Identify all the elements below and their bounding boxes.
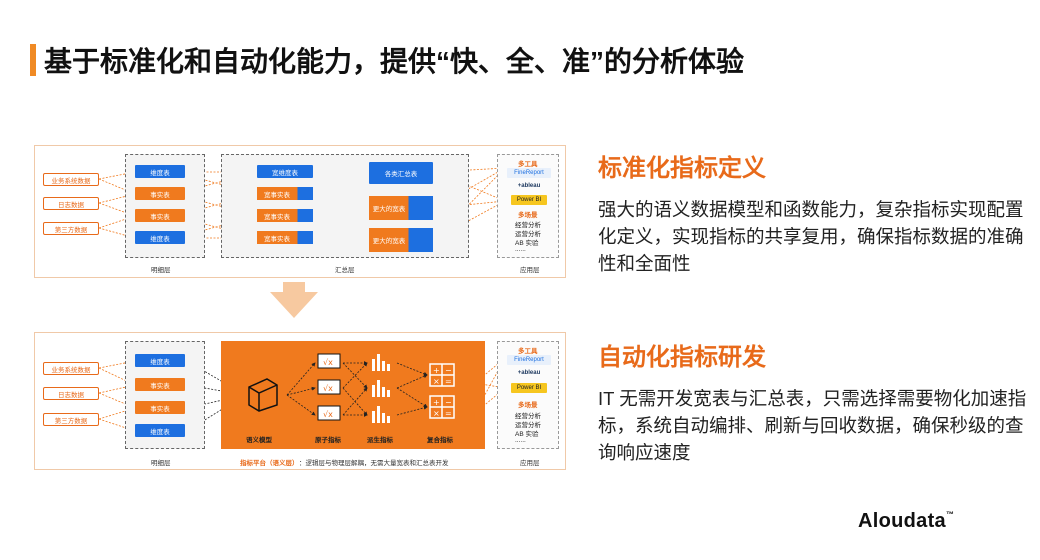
diagram-standardized: 业务系统数据 日志数据 第三方数据 维度表 事实表 事实表 维度表 明细层 宽维… [34, 145, 566, 278]
calculator-icon-2: +−× = [429, 395, 455, 419]
svg-text:=: = [445, 409, 452, 418]
multi-tools-heading-1: 多工具 [518, 161, 538, 168]
section-body-standardized: 强大的语义数据模型和函数能力，复杂指标实现配置化定义，实现指标的共享复用，确保指… [598, 199, 1024, 274]
scene-more-2: ...... [515, 437, 526, 444]
source-log-data: 日志数据 [43, 197, 99, 210]
source-business-data: 业务系统数据 [43, 173, 99, 186]
tableau-logo-2: +ableau [517, 370, 541, 376]
detail-dim-table-2-2: 维度表 [135, 424, 185, 437]
detail-fact-table-2-1: 事实表 [135, 378, 185, 391]
summary-tables: 各类汇总表 [369, 162, 433, 184]
brand-logo-text: Aloudata [858, 510, 946, 532]
stage-atomic-metric: 原子指标 [315, 437, 341, 444]
detail-fact-table-2-2: 事实表 [135, 401, 185, 414]
section-body-automated: IT 无需开发宽表与汇总表，只需选择需要物化加速指标，系统自动编排、刷新与回收数… [598, 388, 1027, 463]
bigger-wide-table-1: 更大的宽表 [372, 205, 406, 213]
bar-chart-icon-1 [372, 354, 390, 371]
detail-fact-table-2: 事实表 [135, 209, 185, 222]
bigger-wide-table-2-bg [369, 228, 433, 252]
powerbi-logo-2: Power BI [511, 383, 547, 393]
app-layer-caption-1: 应用层 [520, 267, 540, 274]
section-title-automated: 自动化指标研发 [598, 344, 766, 371]
svg-text:√x: √x [323, 410, 333, 419]
title-accent-bar [30, 44, 36, 76]
detail-dim-table-2-1: 维度表 [135, 354, 185, 367]
svg-text:√x: √x [323, 358, 333, 367]
detail-layer-caption: 明细层 [151, 267, 171, 274]
source-third-party-data: 第三方数据 [43, 222, 99, 235]
svg-text:+: + [433, 366, 440, 375]
brand-logo-tm: ™ [945, 510, 955, 519]
stage-semantic-model: 语义模型 [246, 437, 272, 444]
platform-note: ：逻辑层与物理层解耦，无需大量宽表和汇总表开发 [299, 460, 449, 467]
scene-ops-analysis-2: 运营分析 [515, 422, 541, 429]
wide-fact-table-2: 宽事实表 [264, 213, 290, 221]
finereport-logo-2: FineReport [507, 355, 551, 365]
svg-text:=: = [445, 377, 452, 386]
finereport-logo-1: FineReport [507, 168, 551, 178]
source-third-party-data-2: 第三方数据 [43, 413, 99, 426]
svg-text:√x: √x [323, 384, 333, 393]
cube-icon [248, 378, 278, 412]
brand-logo: Aloudata™ [858, 510, 954, 533]
wide-fact-table-1: 宽事实表 [264, 191, 290, 199]
bigger-wide-table-2: 更大的宽表 [372, 237, 406, 245]
bigger-wide-table-1-bg [369, 196, 433, 220]
wide-fact-table-3-bg [257, 231, 313, 244]
bar-chart-icon-2 [372, 380, 390, 397]
scene-ops-analysis-1: 运营分析 [515, 231, 541, 238]
platform-label: 指标平台（语义层） [240, 460, 299, 467]
scene-business-analysis-1: 经营分析 [515, 222, 541, 229]
diagram-automated: 业务系统数据 日志数据 第三方数据 维度表 事实表 事实表 维度表 明细层 语义… [34, 332, 566, 470]
detail-layer-caption-2: 明细层 [151, 460, 171, 467]
svg-text:−: − [445, 366, 452, 375]
section-title-standardized: 标准化指标定义 [598, 155, 766, 182]
scene-ab-test-2: AB 实验 [515, 431, 539, 438]
svg-text:×: × [433, 409, 440, 418]
wide-dim-table: 宽维度表 [257, 165, 313, 178]
multi-scenes-heading-1: 多场景 [518, 212, 538, 219]
formula-icon-2: √x [317, 379, 341, 395]
tableau-logo-1: +ableau [517, 183, 541, 189]
detail-dim-table-1: 维度表 [135, 165, 185, 178]
down-arrow-stem [283, 282, 305, 294]
source-log-data-2: 日志数据 [43, 387, 99, 400]
semantic-platform-block [221, 341, 485, 449]
summary-layer-caption: 汇总层 [335, 267, 355, 274]
source-business-data-2: 业务系统数据 [43, 362, 99, 375]
svg-text:×: × [433, 377, 440, 386]
calculator-icon-1: +−× = [429, 363, 455, 387]
formula-icon-1: √x [317, 353, 341, 369]
wide-fact-table-2-bg [257, 209, 313, 222]
flow-lines-2b [286, 361, 428, 417]
page-title: 基于标准化和自动化能力，提供“快、全、准”的分析体验 [44, 46, 745, 77]
detail-fact-table-1: 事实表 [135, 187, 185, 200]
scene-ab-test-1: AB 实验 [515, 240, 539, 247]
scene-more-1: ...... [515, 246, 526, 253]
scene-business-analysis-2: 经营分析 [515, 413, 541, 420]
formula-icon-3: √x [317, 405, 341, 421]
svg-text:+: + [433, 398, 440, 407]
powerbi-logo-1: Power BI [511, 195, 547, 205]
multi-tools-heading-2: 多工具 [518, 348, 538, 355]
stage-composite-metric: 复合指标 [427, 437, 453, 444]
wide-fact-table-1-bg [257, 187, 313, 200]
detail-dim-table-2: 维度表 [135, 231, 185, 244]
down-arrow-icon [270, 292, 318, 318]
bar-chart-icon-3 [372, 406, 390, 423]
svg-text:−: − [445, 398, 452, 407]
stage-derived-metric: 派生指标 [367, 437, 393, 444]
multi-scenes-heading-2: 多场景 [518, 402, 538, 409]
wide-fact-table-3: 宽事实表 [264, 235, 290, 243]
app-layer-caption-2: 应用层 [520, 460, 540, 467]
